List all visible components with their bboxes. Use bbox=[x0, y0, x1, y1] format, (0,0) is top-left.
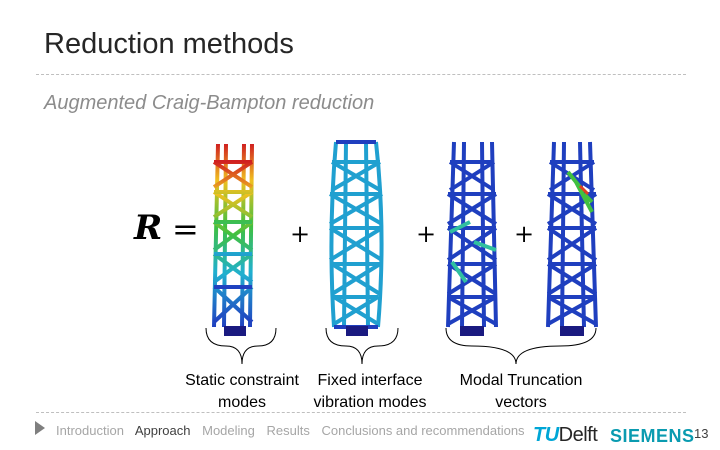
slide-subtitle: Augmented Craig-Bampton reduction bbox=[44, 92, 375, 114]
tower-base bbox=[346, 326, 368, 336]
title-divider bbox=[36, 74, 686, 75]
tower-static-mode bbox=[212, 143, 254, 336]
siemens-logo: SIEMENS bbox=[610, 426, 695, 446]
tower-modal-truncation bbox=[546, 141, 598, 336]
nav-item-conclusions[interactable]: Conclusions and recommendations bbox=[321, 423, 525, 438]
tower-fixed-interface-mode bbox=[328, 140, 384, 336]
plus-sign: + bbox=[416, 220, 437, 248]
plus-sign: + bbox=[290, 220, 311, 248]
tudelft-logo: TUDelft bbox=[533, 424, 598, 446]
equation-equals: = bbox=[172, 210, 199, 248]
tower-base bbox=[460, 326, 484, 336]
tower-base bbox=[560, 326, 584, 336]
nav-item-modeling[interactable]: Modeling bbox=[202, 423, 255, 438]
nav-arrow-icon bbox=[35, 421, 45, 435]
plus-sign: + bbox=[514, 220, 535, 248]
slide-title: Reduction methods bbox=[44, 28, 294, 60]
nav-item-approach[interactable]: Approach bbox=[134, 423, 191, 438]
section-nav: Introduction Approach Modeling Results C… bbox=[56, 423, 533, 438]
nav-item-results[interactable]: Results bbox=[266, 423, 310, 438]
nav-item-introduction[interactable]: Introduction bbox=[56, 423, 124, 438]
page-number: 13 bbox=[694, 426, 709, 441]
group-braces bbox=[205, 327, 597, 365]
label-fixed-interface-vibration-modes: Fixed interface vibration modes bbox=[313, 372, 427, 411]
label-static-constraint-modes: Static constraint modes bbox=[185, 372, 299, 411]
tower-fixed-interface-mode-2 bbox=[446, 141, 498, 336]
label-modal-truncation-vectors: Modal Truncation vectors bbox=[459, 372, 583, 411]
footer-divider bbox=[36, 412, 686, 413]
equation-symbol-r: R bbox=[134, 208, 163, 248]
tower-base bbox=[224, 326, 246, 336]
